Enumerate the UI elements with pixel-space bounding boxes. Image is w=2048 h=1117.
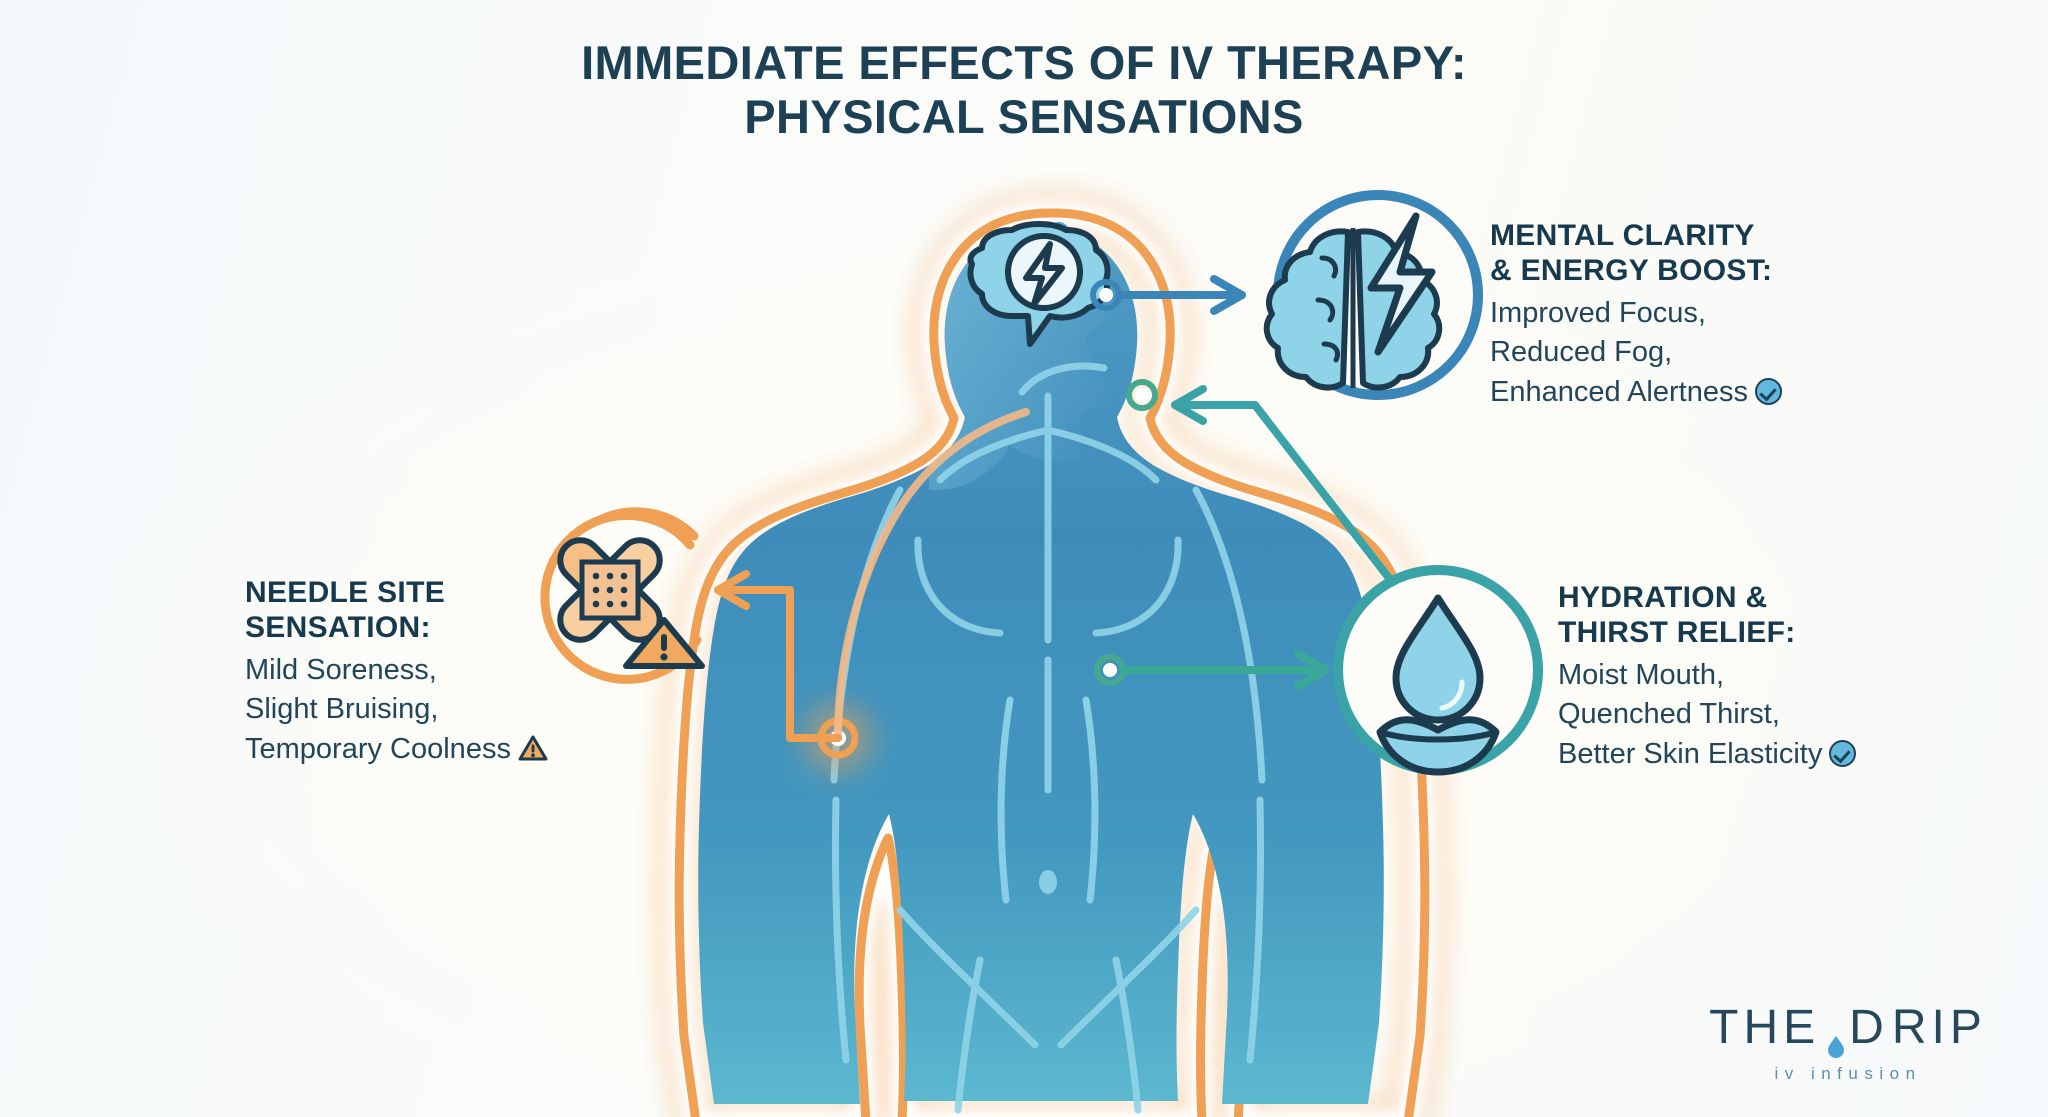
connector-needle-site	[714, 570, 842, 742]
brain-thought-bubble	[967, 221, 1111, 347]
callout-hydration-body: Moist Mouth, Quenched Thirst, Better Ski…	[1558, 656, 2028, 774]
water-drop-lips-icon	[1333, 565, 1543, 776]
bandage-cross-icon	[540, 507, 705, 684]
warning-icon	[518, 735, 548, 762]
callout-needle-body: Mild Soreness, Slight Bruising, Temporar…	[245, 651, 675, 769]
callout-mental-body: Improved Focus, Reduced Fog, Enhanced Al…	[1490, 294, 1950, 412]
iv-tube-line	[834, 408, 1030, 742]
connector-hydration	[1094, 650, 1330, 690]
callout-mental-heading: Mental Clarity & Energy Boost:	[1490, 219, 1773, 288]
callout-mental-clarity: Mental Clarity & Energy Boost: Improved …	[1490, 218, 1950, 412]
callout-hydration-heading: Hydration & Thirst Relief:	[1558, 581, 1796, 650]
page-title: Immediate Effects of IV Therapy: Physica…	[0, 38, 2048, 145]
warning-triangle-icon	[623, 617, 705, 669]
check-icon	[1754, 377, 1782, 405]
body-orange-outline	[674, 208, 1430, 1117]
check-icon	[1829, 739, 1857, 767]
callout-needle-site: Needle Site Sensation: Mild Soreness, Sl…	[245, 575, 675, 769]
body-silhouette	[698, 226, 1384, 1104]
vein-network	[830, 362, 1266, 1114]
title-line-2: Physical Sensations	[744, 89, 1304, 143]
logo-d: D	[1849, 1001, 1889, 1054]
connector-mouth	[1126, 379, 1406, 599]
title-line-1: Immediate Effects of IV Therapy:	[581, 36, 1467, 89]
logo-tagline: iv infusion	[1774, 1064, 1922, 1083]
logo-rip: RIP	[1891, 1001, 1987, 1054]
drop-icon	[1827, 1016, 1845, 1058]
logo-the: THE	[1709, 1001, 1821, 1054]
connector-mental-clarity	[1090, 275, 1246, 315]
callout-hydration: Hydration & Thirst Relief: Moist Mouth, …	[1558, 580, 2028, 774]
callout-needle-heading: Needle Site Sensation:	[245, 576, 445, 645]
brain-lightning-icon	[1263, 190, 1483, 400]
